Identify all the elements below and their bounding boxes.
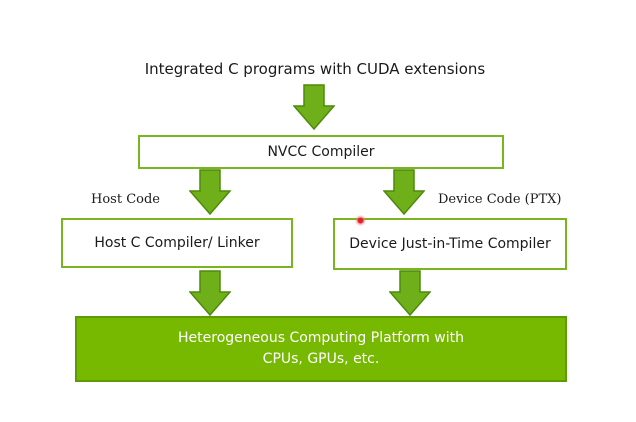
pointer-highlight-dot [355, 215, 366, 226]
computing-platform-label: Heterogeneous Computing Platform with CP… [178, 330, 464, 367]
nvcc-compiler-box: NVCC Compiler [138, 135, 504, 169]
arrow-device-to-platform [389, 270, 431, 316]
arrow-down-to-device-compiler [383, 169, 425, 215]
host-code-label: Host Code [91, 192, 160, 207]
device-code-label: Device Code (PTX) [438, 192, 562, 207]
computing-platform-box: Heterogeneous Computing Platform with CP… [75, 316, 567, 382]
diagram-title: Integrated C programs with CUDA extensio… [144, 60, 486, 78]
device-compiler-label: Device Just-in-Time Compiler [349, 236, 551, 252]
arrow-down-to-nvcc [293, 84, 335, 130]
nvcc-compiler-label: NVCC Compiler [267, 144, 375, 160]
arrow-host-to-platform [189, 270, 231, 316]
arrow-down-to-host-compiler [189, 169, 231, 215]
host-compiler-label: Host C Compiler/ Linker [94, 235, 260, 251]
device-compiler-box: Device Just-in-Time Compiler [333, 218, 567, 270]
host-compiler-box: Host C Compiler/ Linker [61, 218, 293, 268]
